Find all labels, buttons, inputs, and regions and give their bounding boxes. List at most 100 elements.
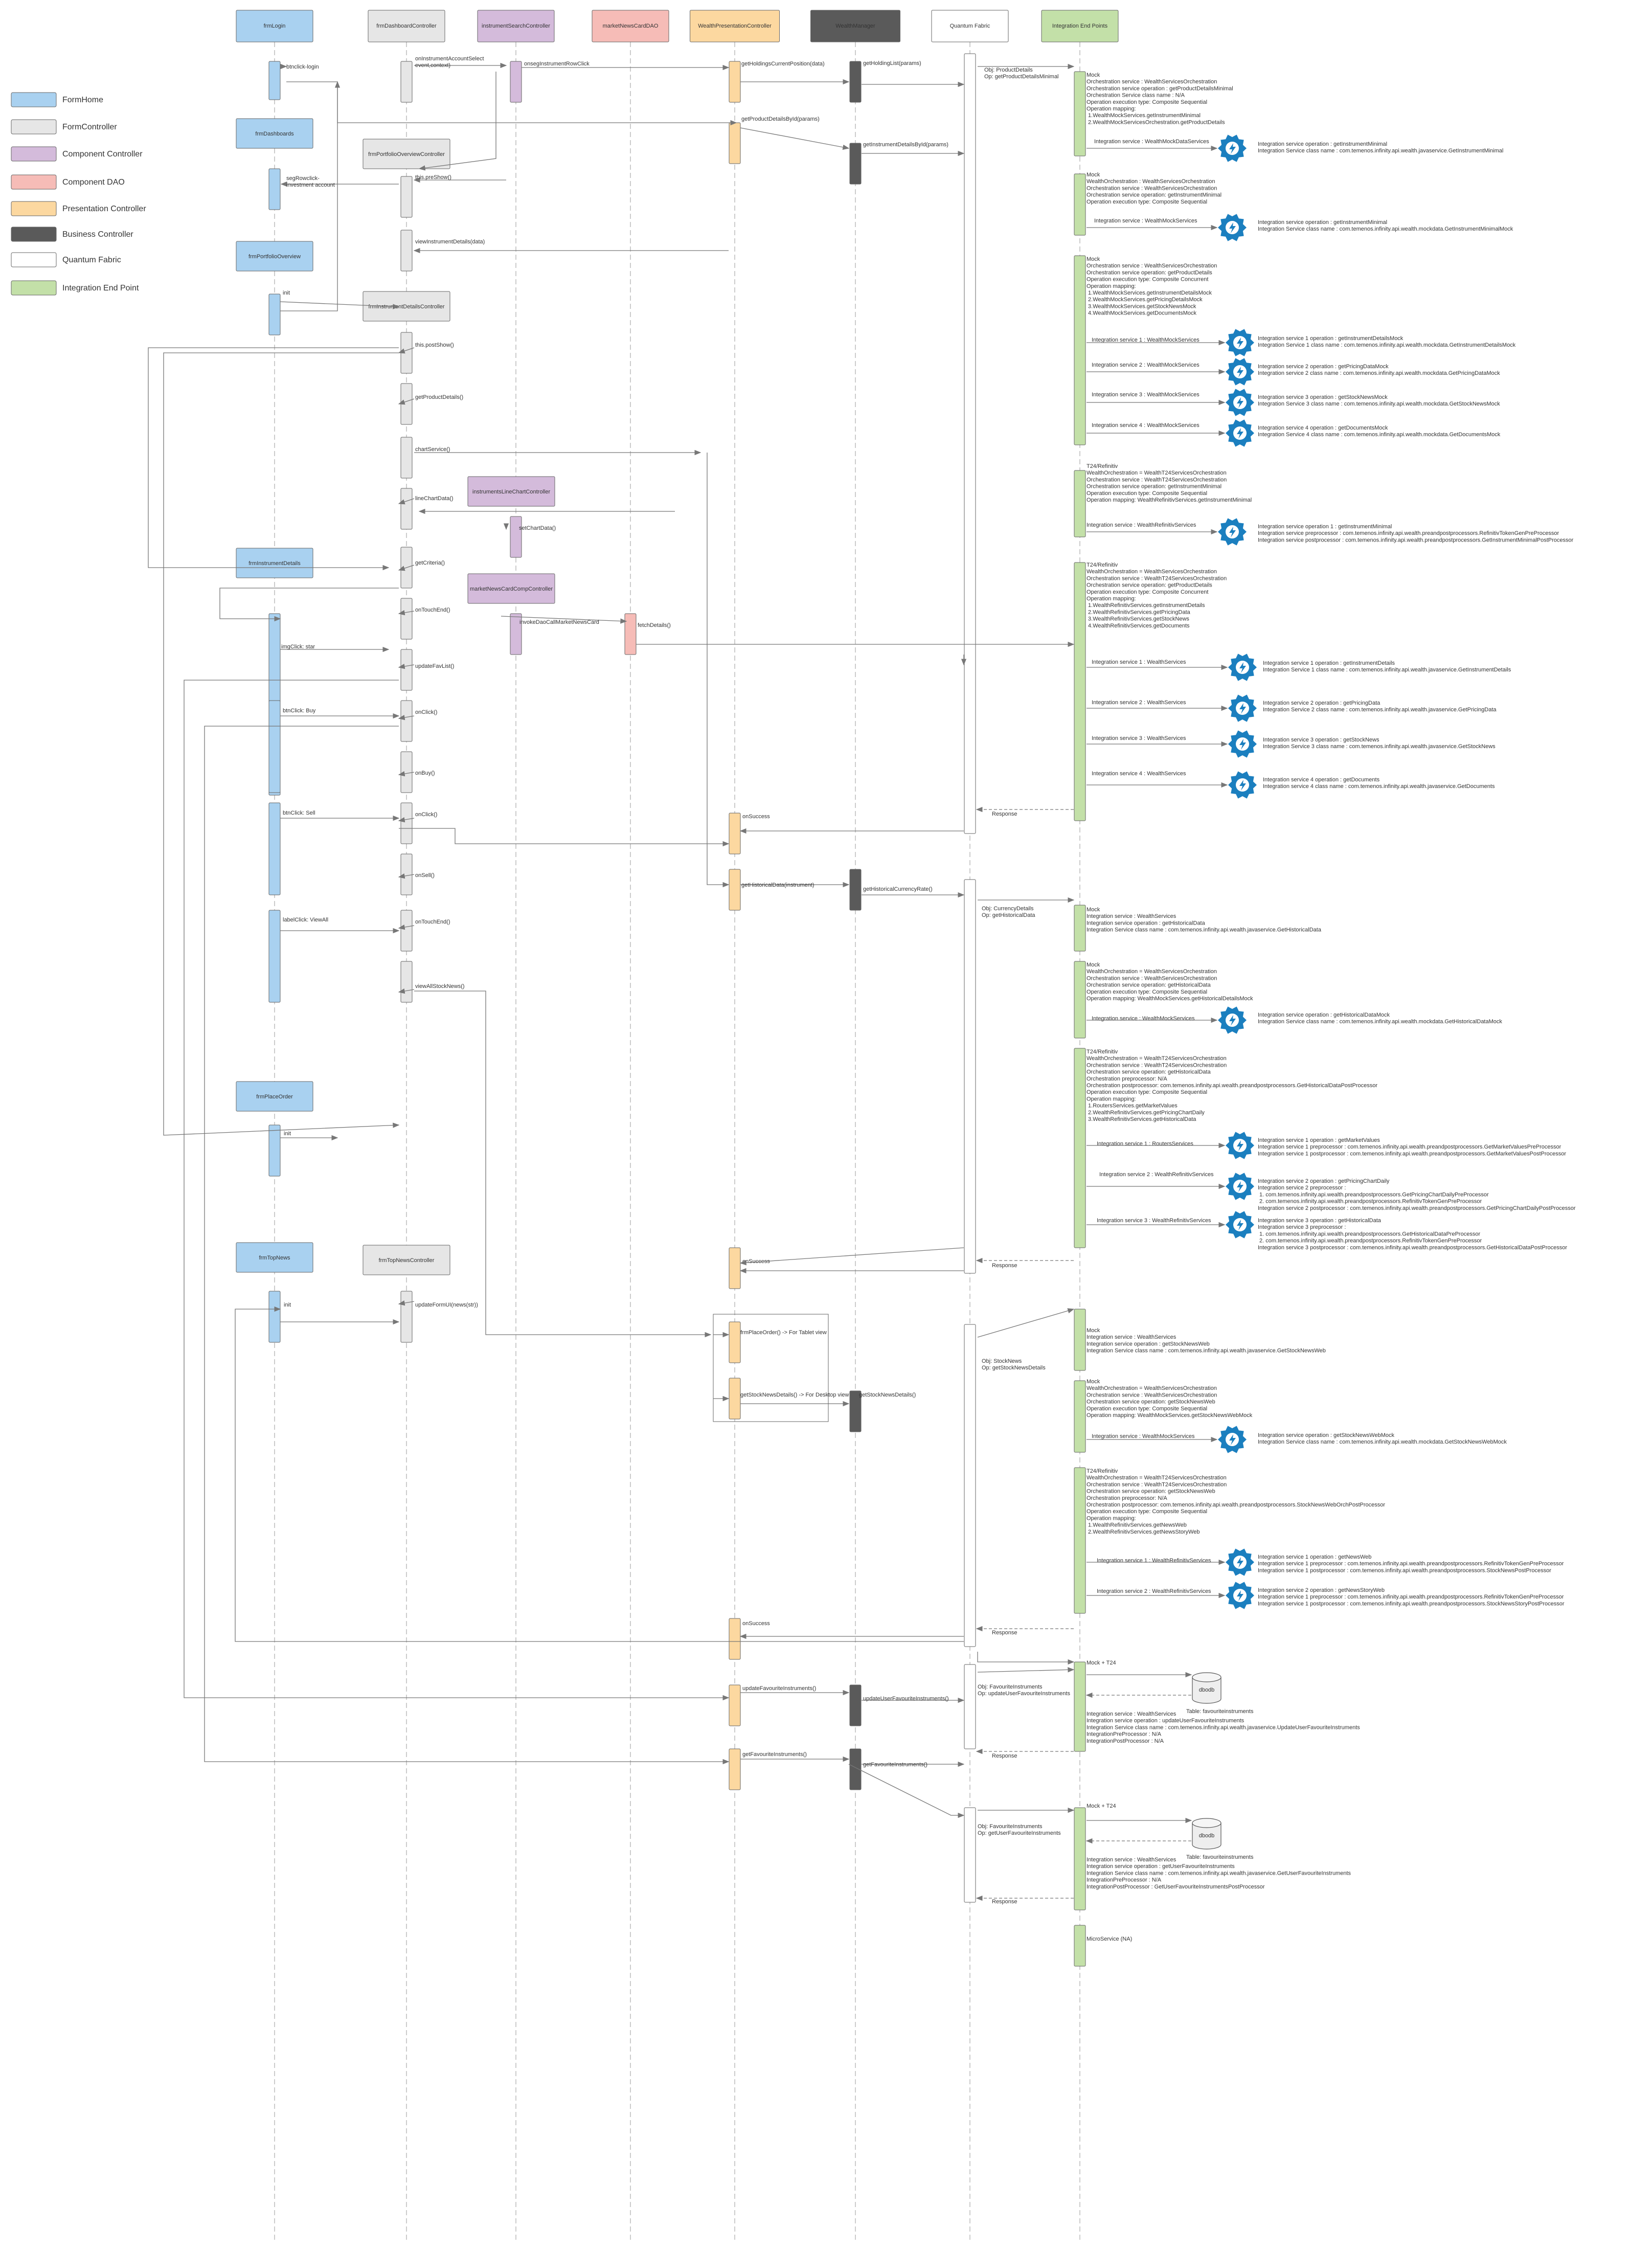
- message-arrow-41: [398, 1300, 415, 1306]
- gear-bolt-0: [1229, 143, 1236, 154]
- gear-icon-4: [1226, 389, 1254, 416]
- activation-bar-18: [400, 649, 413, 691]
- lifeline-title-6: Quantum Fabric: [950, 23, 990, 29]
- message-label-53: getFavouriteInstruments(): [863, 1762, 927, 1768]
- activation-bar-42: [849, 869, 862, 911]
- message-label-48: updateFavouriteInstruments(): [742, 1685, 816, 1692]
- lifeline-header-5: [810, 10, 900, 42]
- side-form-title-4: frmTopNews: [259, 1255, 290, 1261]
- message-label-36: viewAllStockNews(): [415, 983, 465, 989]
- message-label-20: onTouchEnd(): [415, 607, 450, 613]
- gear-label-3: Integration service 2 operation : getPri…: [1258, 364, 1500, 376]
- legend-swatch-4: [11, 201, 57, 216]
- activation-bar-23: [400, 910, 413, 952]
- message-label-2: onsegInstrumentRowClick: [524, 61, 590, 67]
- message-label-52: getFavouriteInstruments(): [742, 1751, 807, 1758]
- gear-label-17: Integration service 2 operation : getNew…: [1258, 1587, 1565, 1607]
- message-arrow-36: [398, 988, 415, 994]
- gear-label-6: Integration service operation 1 : getIns…: [1258, 524, 1574, 543]
- side-controller-header-4: [363, 1245, 450, 1275]
- alt-frame: [713, 1314, 829, 1422]
- message-arrow-35: [398, 924, 415, 930]
- activation-bar-40: [849, 61, 862, 103]
- activation-bar-6: [268, 910, 281, 1003]
- legend-swatch-3: [11, 174, 57, 190]
- database-top-1: [1192, 1818, 1221, 1828]
- activation-bar-13: [400, 383, 413, 425]
- gear-icon-6: [1218, 518, 1247, 546]
- activation-bar-62: [1074, 1661, 1086, 1752]
- activation-bar-28: [510, 613, 522, 655]
- lifeline-header-3: [592, 10, 669, 42]
- activation-bar-63: [1074, 1807, 1086, 1910]
- message-label-40: init: [284, 1302, 291, 1308]
- legend-swatch-2: [11, 146, 57, 162]
- activation-bar-29: [624, 613, 637, 655]
- message-arrow-27: [398, 817, 415, 823]
- message-label-26: btnClick: Sell: [283, 810, 315, 816]
- activation-bar-27: [510, 516, 522, 558]
- activation-bar-30: [729, 61, 741, 103]
- message-arrow-22: [398, 663, 415, 669]
- connector-5: [707, 453, 730, 888]
- lifeline-title-5: WealthManager: [835, 23, 875, 29]
- legend-label-4: Presentation Controller: [62, 205, 146, 213]
- message-arrow-24: [398, 714, 415, 721]
- gear-label-16: Integration service 1 operation : getNew…: [1258, 1554, 1564, 1573]
- legend-swatch-6: [11, 252, 57, 267]
- message-label-12: this.postShow(): [415, 342, 454, 348]
- message-label-19: fetchDetails(): [638, 622, 671, 628]
- message-label-32: getHistoricalCurrencyRate(): [863, 886, 933, 892]
- gear-label-11: Integration service operation : getHisto…: [1258, 1012, 1502, 1025]
- lifeline-header-6: [931, 10, 1009, 42]
- legend-label-5: Business Controller: [62, 230, 133, 239]
- legend-label-3: Component DAO: [62, 178, 125, 187]
- connector-9: [204, 726, 730, 1765]
- connector-4: [163, 352, 400, 1136]
- endpoint-note-31: Mock + T24: [1087, 1803, 1116, 1809]
- activation-bar-19: [400, 700, 413, 742]
- legend-label-0: FormHome: [62, 96, 103, 104]
- message-label-44: getStockNewsDetails(): [859, 1392, 916, 1398]
- activation-bar-55: [1074, 562, 1086, 821]
- connector-15: [977, 1652, 1075, 1665]
- database-label-0: dbodb: [1199, 1687, 1215, 1693]
- activation-bar-56: [1074, 905, 1086, 952]
- activation-bar-14: [400, 437, 413, 479]
- activation-bar-41: [849, 143, 862, 185]
- side-form-title-1: frmPortfolioOverview: [248, 254, 301, 260]
- message-arrow-28: [398, 873, 415, 879]
- message-label-21: imgClick: star: [281, 644, 315, 650]
- message-label-9: this.preShow(): [415, 174, 451, 181]
- side-controller-title-1: frmInstrumentDetailsController: [368, 304, 444, 310]
- activation-bar-34: [729, 1247, 741, 1289]
- gear-bolt-10: [1239, 780, 1246, 791]
- message-label-27: onClick(): [415, 812, 437, 818]
- side-controller-title-0: frmPortfolioOverviewController: [368, 151, 445, 158]
- gear-bolt-16: [1237, 1557, 1243, 1568]
- endpoint-note-25: Integration service : WealthMockServices: [1092, 1433, 1195, 1439]
- activation-bar-52: [1074, 173, 1086, 236]
- gear-icon-1: [1218, 214, 1247, 241]
- activation-bar-26: [510, 61, 522, 103]
- activation-bar-36: [729, 1378, 741, 1420]
- message-label-29: onSuccess: [742, 814, 770, 820]
- activation-bar-4: [268, 700, 281, 793]
- activation-bar-59: [1074, 1309, 1086, 1371]
- database-icon-1: [1192, 1818, 1221, 1850]
- message-label-3: getHoldingsCurrentPosition(data): [741, 61, 825, 67]
- activation-bar-35: [729, 1321, 741, 1363]
- gear-icon-9: [1228, 730, 1257, 758]
- message-label-42: frmPlaceOrder() -> For Tablet view: [740, 1330, 827, 1336]
- side-form-header-3: [236, 1081, 313, 1112]
- gear-bolt-14: [1237, 1220, 1243, 1230]
- endpoint-note-7: Integration service 3 : WealthMockServic…: [1092, 392, 1200, 398]
